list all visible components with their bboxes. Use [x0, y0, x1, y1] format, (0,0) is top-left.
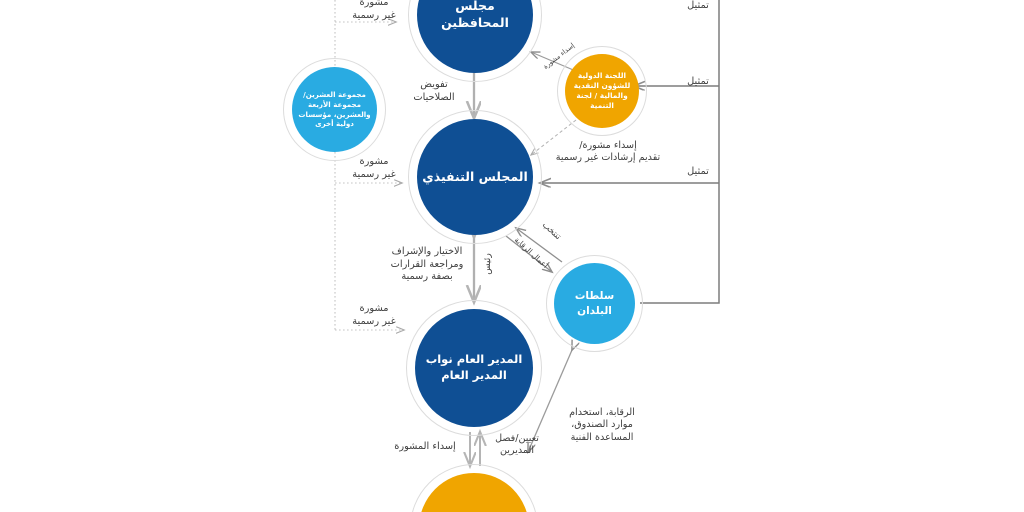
label-delegation-of-powers: تفويض الصلاحيات [413, 79, 455, 103]
label-informal-advice-top: مشورة غير رسمية [352, 0, 396, 21]
label-advice-informal-guidance: إسداء مشورة/ تقديم إرشادات غير رسمية [555, 140, 661, 164]
node-label-country-authorities: سلطات البلدان [574, 290, 615, 317]
node-g20-g24-other[interactable]: مجموعة العشرين/ مجموعة الأربعة والعشرين،… [292, 67, 377, 152]
node-label-imfc-development-committee: اللجنة الدولية للشؤون النقدية والمالية /… [573, 71, 631, 110]
node-label-managing-director: المدير العام نواب المدير العام [425, 352, 523, 382]
node-label-executive-board: المجلس التنفيذي [422, 168, 528, 184]
label-representation-top: تمثيل [687, 0, 709, 11]
node-imfc-development-committee[interactable]: اللجنة الدولية للشؤون النقدية والمالية /… [565, 54, 639, 128]
label-surveillance-resources-ta: الرقابة، استخدام موارد الصندوق، المساعدة… [569, 407, 635, 443]
label-selection-oversight: الاختيار والإشراف ومراجعة القرارات بصفة … [390, 246, 464, 283]
label-informal-advice-middle: مشورة غير رسمية [352, 156, 396, 180]
node-executive-board[interactable]: المجلس التنفيذي [417, 119, 533, 235]
edge-advice-informal-guidance [531, 119, 577, 155]
ring-imfc [557, 46, 647, 136]
node-label-g20-g24-other: مجموعة العشرين/ مجموعة الأربعة والعشرين،… [298, 90, 371, 129]
label-give-advice: إسداء المشورة [394, 441, 456, 452]
ring-executive-board [408, 110, 542, 244]
edge-surveillance-resources-ta [528, 350, 572, 452]
ring-managing-director [406, 300, 542, 436]
edge-surveillance-work [505, 235, 552, 272]
label-chairman: رئيس [482, 253, 494, 275]
edge-representation-bus [640, 0, 720, 304]
node-managing-director[interactable]: المدير العام نواب المدير العام [415, 309, 533, 427]
ring-g20-g24-other [283, 58, 386, 161]
edge-elects [516, 228, 563, 263]
label-informal-advice-bottom: مشورة غير رسمية [352, 303, 396, 327]
label-representation-middle: تمثيل [687, 76, 709, 87]
ring-country-authorities [546, 255, 643, 352]
label-appoint-dismiss-directors: تعيين/فصل المديرين [495, 433, 539, 457]
node-country-authorities[interactable]: سلطات البلدان [554, 263, 635, 344]
label-representation-bottom: تمثيل [687, 166, 709, 177]
node-label-board-of-governors: مجلس المحافظين [441, 0, 509, 30]
